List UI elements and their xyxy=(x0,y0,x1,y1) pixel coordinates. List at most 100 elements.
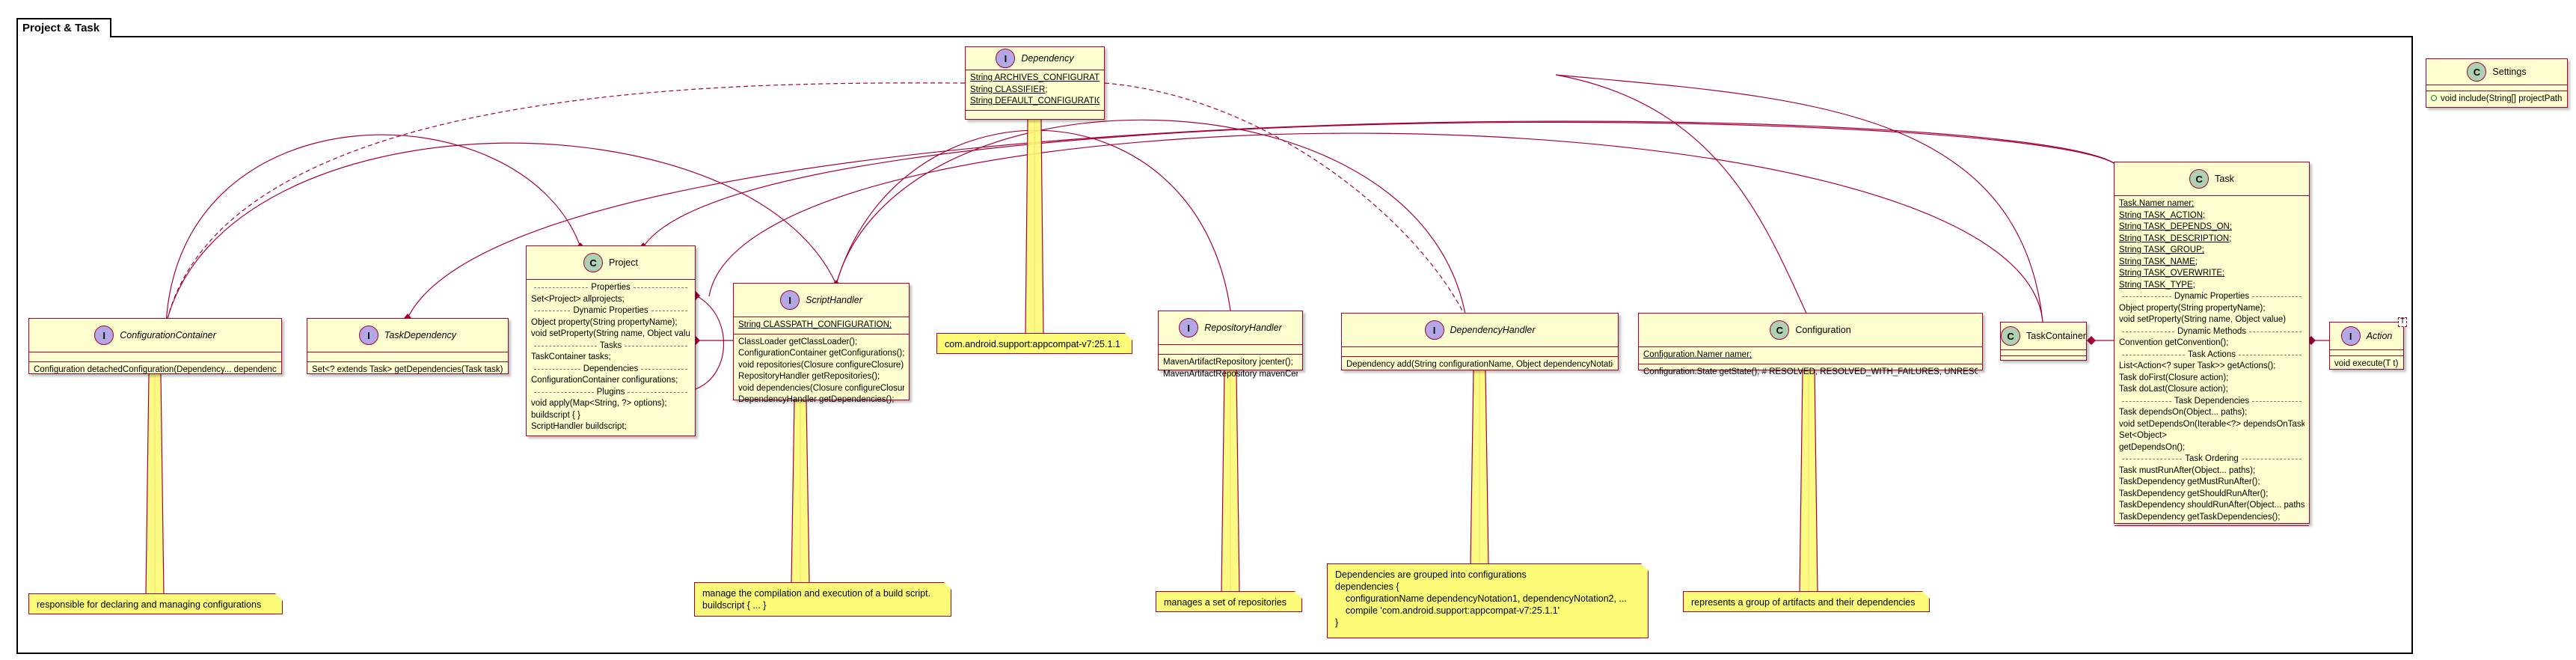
fields-section xyxy=(2001,350,2086,356)
field: buildscript { } xyxy=(531,410,580,420)
interface-badge-icon: I xyxy=(996,49,1016,68)
note-line: Dependencies are grouped into configurat… xyxy=(1335,569,1527,580)
class-task[interactable]: C Task Task.Namer namer; String TASK_ACT… xyxy=(2114,162,2310,526)
note-line: compile 'com.android.support:appcompat-v… xyxy=(1335,605,1560,616)
note-line: configurationName dependencyNotation1, d… xyxy=(1335,593,1627,604)
method: MavenArtifactRepository jcenter(); xyxy=(1163,358,1293,367)
field: TaskContainer tasks; xyxy=(531,352,611,361)
edge-project-taskcontainer xyxy=(708,132,2043,323)
class-name: ConfigurationContainer xyxy=(120,330,216,340)
methods-section xyxy=(2115,526,2309,535)
field: String TASK_GROUP; xyxy=(2119,245,2204,254)
edge-dependency-configurationcontainer xyxy=(165,82,966,325)
class-scripthandler[interactable]: I ScriptHandler String CLASSPATH_CONFIGU… xyxy=(733,283,910,404)
methods-section: Configuration detachedConfiguration(Depe… xyxy=(29,362,281,379)
interface-badge-icon: I xyxy=(1424,320,1444,340)
class-name: DependencyHandler xyxy=(1450,325,1536,335)
note-line: buildscript { ... } xyxy=(702,600,767,611)
edge-scripthandler-dependencyhandler xyxy=(835,119,1467,319)
methods-section: ClassLoader getClassLoader(); Configurat… xyxy=(734,334,909,409)
methods-section xyxy=(966,111,1104,120)
method: Object property(String propertyName); xyxy=(2119,303,2266,313)
template-parameter: T xyxy=(2398,317,2407,327)
note-line: } xyxy=(1335,617,1339,628)
field: Object property(String propertyName); xyxy=(531,317,678,327)
note-repositoryhandler: manages a set of repositories xyxy=(1156,591,1302,612)
fields-section xyxy=(2330,350,2403,356)
edge-task-taskdependency xyxy=(407,120,2116,319)
fields-section xyxy=(29,352,281,362)
class-header: I ScriptHandler xyxy=(734,284,909,317)
class-action[interactable]: I Action void execute(T t) xyxy=(2329,322,2404,370)
public-method-icon xyxy=(2431,95,2437,101)
note-line: com.android.support:appcompat-v7:25.1.1 xyxy=(945,339,1120,349)
fields-section: Properties Set<Project> allprojects; Dyn… xyxy=(527,280,695,436)
field: Set<Project> allprojects; xyxy=(531,294,625,304)
method: Dependency add(String configurationName,… xyxy=(1346,360,1613,369)
methods-section: Set<? extends Task> getDependencies(Task… xyxy=(307,362,508,379)
note-appcompat: com.android.support:appcompat-v7:25.1.1 xyxy=(936,333,1132,354)
class-project[interactable]: C Project Properties Set<Project> allpro… xyxy=(526,245,696,436)
class-settings[interactable]: C Settings void include(String[] project… xyxy=(2426,58,2568,108)
field: String DEFAULT_CONFIGURATION; xyxy=(970,97,1100,106)
class-name: Action xyxy=(2366,331,2393,341)
field: String TASK_ACTION; xyxy=(2119,210,2206,220)
class-header: I TaskDependency xyxy=(307,319,508,352)
method: TaskDependency shouldRunAfter(Object... … xyxy=(2119,501,2304,510)
note-configurationcontainer: responsible for declaring and managing c… xyxy=(28,593,283,614)
class-header: C Settings xyxy=(2426,59,2567,85)
class-dependencyhandler[interactable]: I DependencyHandler Dependency add(Strin… xyxy=(1341,313,1619,370)
class-name: Dependency xyxy=(1021,53,1074,64)
method: Configuration.State getState(); # RESOLV… xyxy=(1643,367,1978,376)
group-divider: Task Dependencies xyxy=(2119,396,2304,408)
group-divider: Task Actions xyxy=(2119,349,2304,361)
class-configuration[interactable]: C Configuration Configuration.Namer name… xyxy=(1638,313,1983,376)
method: ClassLoader getClassLoader(); xyxy=(738,337,858,346)
method: RepositoryHandler getRepositories(); xyxy=(738,372,880,381)
class-taskdependency[interactable]: I TaskDependency Set<? extends Task> get… xyxy=(307,318,509,374)
edge-dependency-dependencyhandler xyxy=(1104,82,1467,319)
interface-badge-icon: I xyxy=(94,326,114,345)
class-name: Configuration xyxy=(1795,325,1851,335)
note-line: manage the compilation and execution of … xyxy=(702,588,931,599)
field: String TASK_TYPE; xyxy=(2119,280,2195,290)
method: void include(String[] projectPaths); xyxy=(2431,94,2563,106)
class-badge-icon: C xyxy=(2189,169,2209,189)
class-header: I Action xyxy=(2330,323,2403,350)
methods-section xyxy=(2001,356,2086,361)
class-header: C Project xyxy=(527,246,695,280)
method: void execute(T t) xyxy=(2334,359,2399,368)
method: void dependencies(Closure configureClosu… xyxy=(738,383,904,393)
method: void setProperty(String name, Object val… xyxy=(2119,315,2287,324)
fields-section: Task.Namer namer; String TASK_ACTION; St… xyxy=(2115,196,2309,526)
class-header: I Dependency xyxy=(966,47,1104,70)
class-taskcontainer[interactable]: C TaskContainer xyxy=(2000,322,2087,361)
edge-scripthandler-configurationcontainer xyxy=(165,142,837,325)
method: Set<? extends Task> getDependencies(Task… xyxy=(312,365,503,374)
group-divider: Dynamic Properties xyxy=(531,305,690,317)
note-scripthandler: manage the compilation and execution of … xyxy=(694,582,951,617)
edge-taskcontainer-configuration xyxy=(1555,74,2043,323)
method: void setDependsOn(Iterable<?> dependsOnT… xyxy=(2119,419,2304,429)
class-header: C Configuration xyxy=(1639,314,1982,347)
package-frame xyxy=(16,36,2413,654)
group-divider: Task Ordering xyxy=(2119,453,2304,465)
methods-section: MavenArtifactRepository jcenter(); Maven… xyxy=(1159,355,1302,382)
field: String CLASSPATH_CONFIGURATION; xyxy=(738,320,892,329)
group-divider: Dynamic Methods xyxy=(2119,326,2304,338)
field: ConfigurationContainer configurations; xyxy=(531,376,678,385)
fields-section: Configuration.Namer namer; xyxy=(1639,347,1982,364)
interface-badge-icon: I xyxy=(1179,318,1199,337)
field: String TASK_OVERWRITE; xyxy=(2119,269,2225,278)
class-badge-icon: C xyxy=(2467,62,2487,82)
class-name: ScriptHandler xyxy=(806,295,862,305)
method: ConfigurationContainer getConfigurations… xyxy=(738,349,904,358)
methods-section xyxy=(527,436,695,445)
method: Task doLast(Closure action); xyxy=(2119,385,2228,394)
group-divider: Dependencies xyxy=(531,364,690,376)
class-configurationcontainer[interactable]: I ConfigurationContainer Configuration d… xyxy=(28,318,282,374)
class-repositoryhandler[interactable]: I RepositoryHandler MavenArtifactReposit… xyxy=(1158,311,1303,379)
class-dependency[interactable]: I Dependency String ARCHIVES_CONFIGURATI… xyxy=(965,46,1105,120)
fields-section xyxy=(1342,347,1618,357)
note-configuration: represents a group of artifacts and thei… xyxy=(1683,591,1930,612)
